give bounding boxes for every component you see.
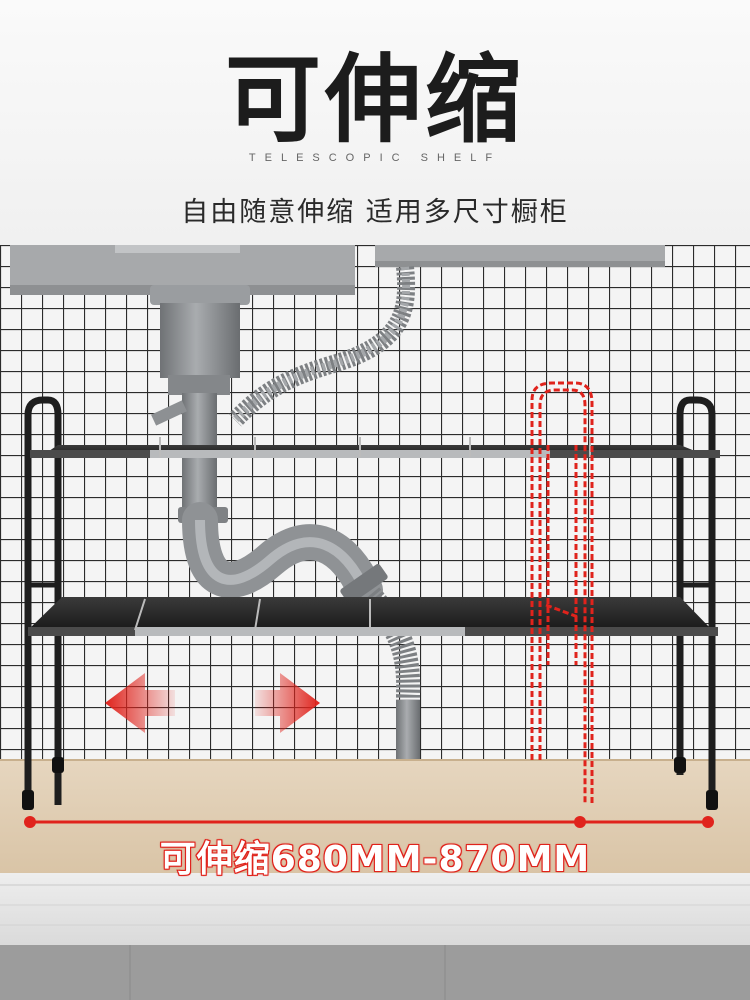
extension-outline xyxy=(530,381,594,805)
product-scene xyxy=(0,245,750,1000)
cabinet-floor xyxy=(0,760,750,875)
cabinet-plinth xyxy=(0,873,750,1000)
drain-pipe xyxy=(150,285,421,792)
size-range-caption: 可伸缩680MM-870MM xyxy=(159,838,591,881)
wire-grid-wall xyxy=(0,245,750,765)
left-arrow-icon xyxy=(105,673,175,733)
chinese-subtitle: 自由随意伸缩 适用多尺寸橱柜 xyxy=(181,197,569,228)
header-banner: 可伸缩 TELESCOPIC SHELF 自由随意伸缩 适用多尺寸橱柜 xyxy=(0,0,750,245)
english-subtitle: TELESCOPIC SHELF xyxy=(248,152,502,164)
right-arrow-icon xyxy=(255,673,320,733)
dimension-line xyxy=(24,816,714,828)
page-title: 可伸缩 xyxy=(225,44,525,156)
